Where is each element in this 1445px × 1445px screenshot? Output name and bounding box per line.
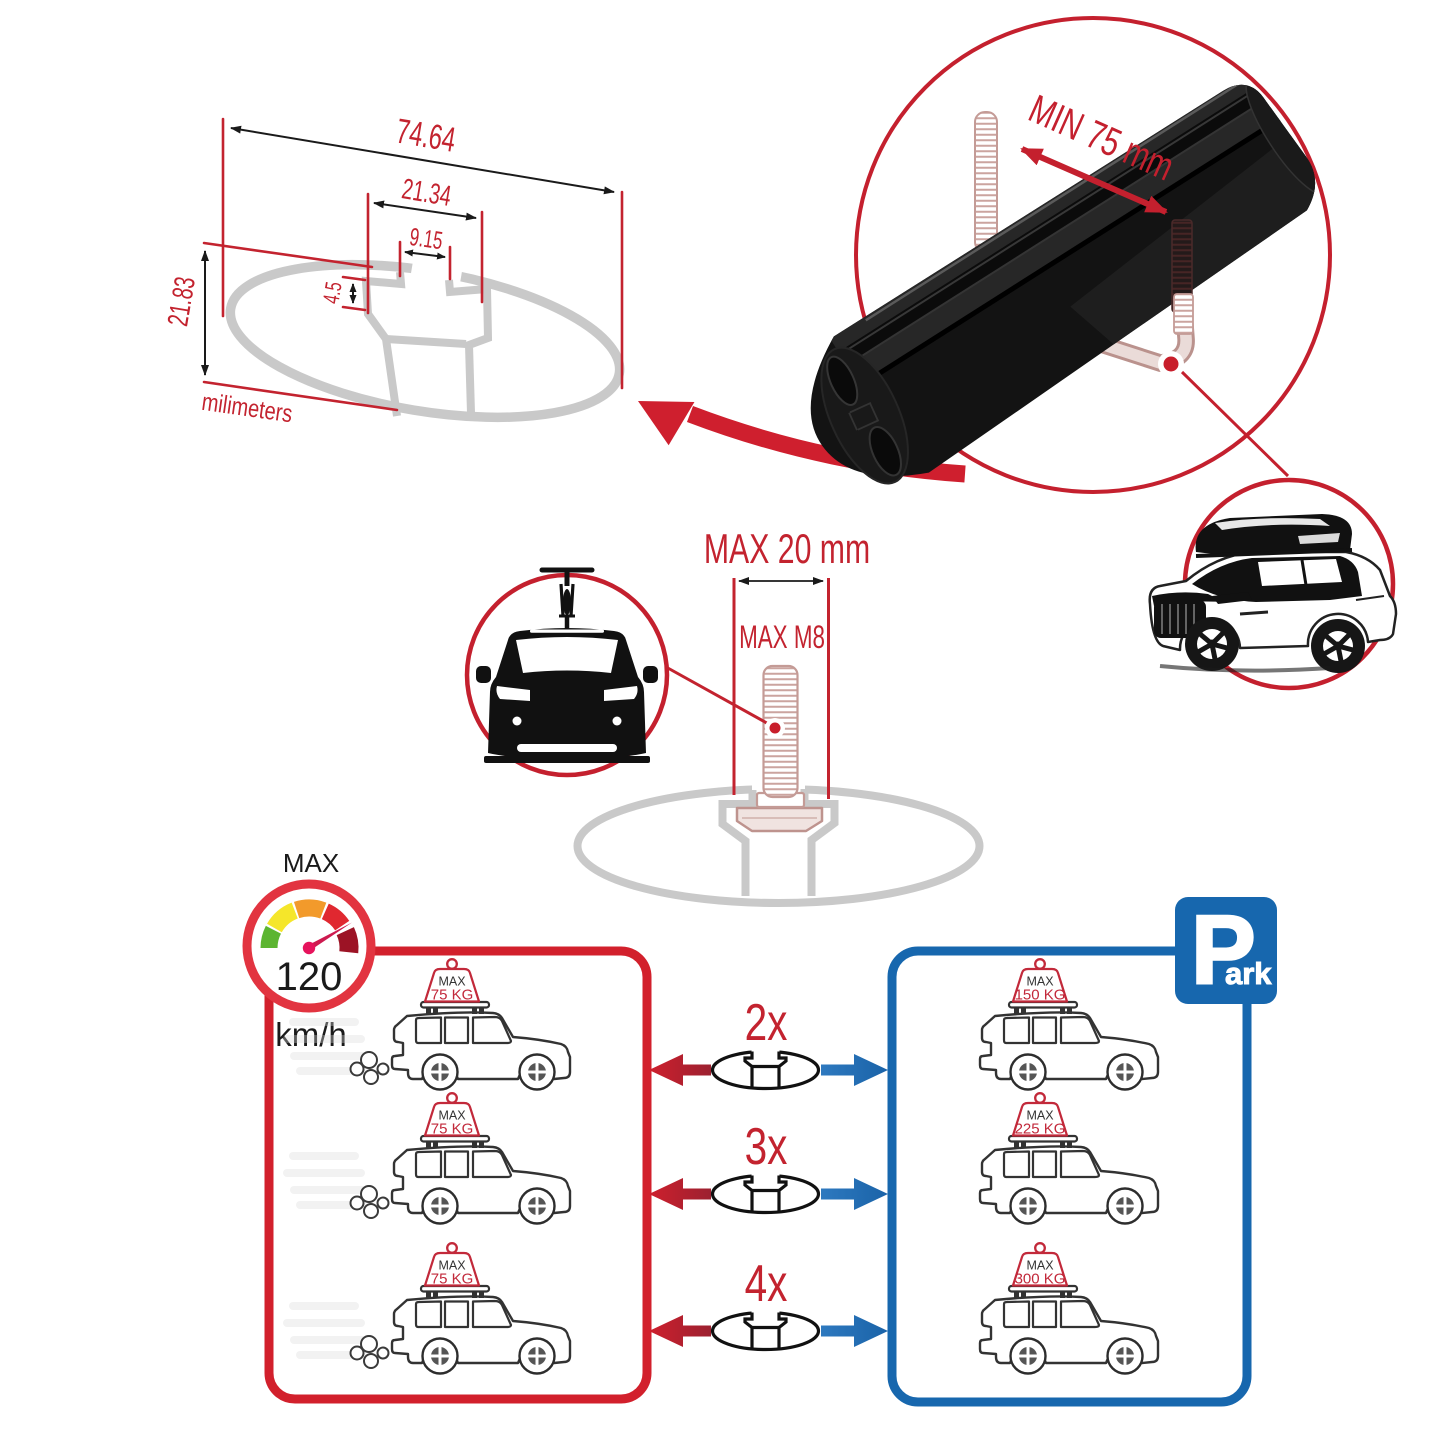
svg-text:MAX: MAX bbox=[1026, 1109, 1054, 1123]
svg-text:300 KG: 300 KG bbox=[1015, 1271, 1066, 1288]
svg-text:MAX: MAX bbox=[438, 975, 466, 989]
svg-text:ark: ark bbox=[1225, 956, 1272, 991]
svg-text:MAX: MAX bbox=[283, 848, 339, 878]
svg-text:P: P bbox=[1191, 895, 1256, 1004]
svg-text:225 KG: 225 KG bbox=[1015, 1121, 1066, 1138]
svg-text:4x: 4x bbox=[745, 1254, 788, 1312]
svg-text:MAX: MAX bbox=[438, 1259, 466, 1273]
svg-text:3x: 3x bbox=[745, 1117, 788, 1175]
svg-text:75 KG: 75 KG bbox=[431, 1271, 474, 1288]
svg-text:MAX: MAX bbox=[1026, 1259, 1054, 1273]
svg-text:150 KG: 150 KG bbox=[1015, 987, 1066, 1004]
svg-text:MAX: MAX bbox=[1026, 975, 1054, 989]
svg-text:MAX: MAX bbox=[438, 1109, 466, 1123]
svg-text:75 KG: 75 KG bbox=[431, 1121, 474, 1138]
svg-text:MAX 20 mm: MAX 20 mm bbox=[704, 525, 870, 572]
svg-text:2x: 2x bbox=[745, 993, 788, 1051]
svg-text:120: 120 bbox=[276, 955, 343, 999]
svg-text:9.15: 9.15 bbox=[408, 223, 445, 255]
svg-text:4.5: 4.5 bbox=[319, 280, 348, 306]
svg-text:75 KG: 75 KG bbox=[431, 987, 474, 1004]
svg-text:MAX M8: MAX M8 bbox=[739, 619, 825, 655]
